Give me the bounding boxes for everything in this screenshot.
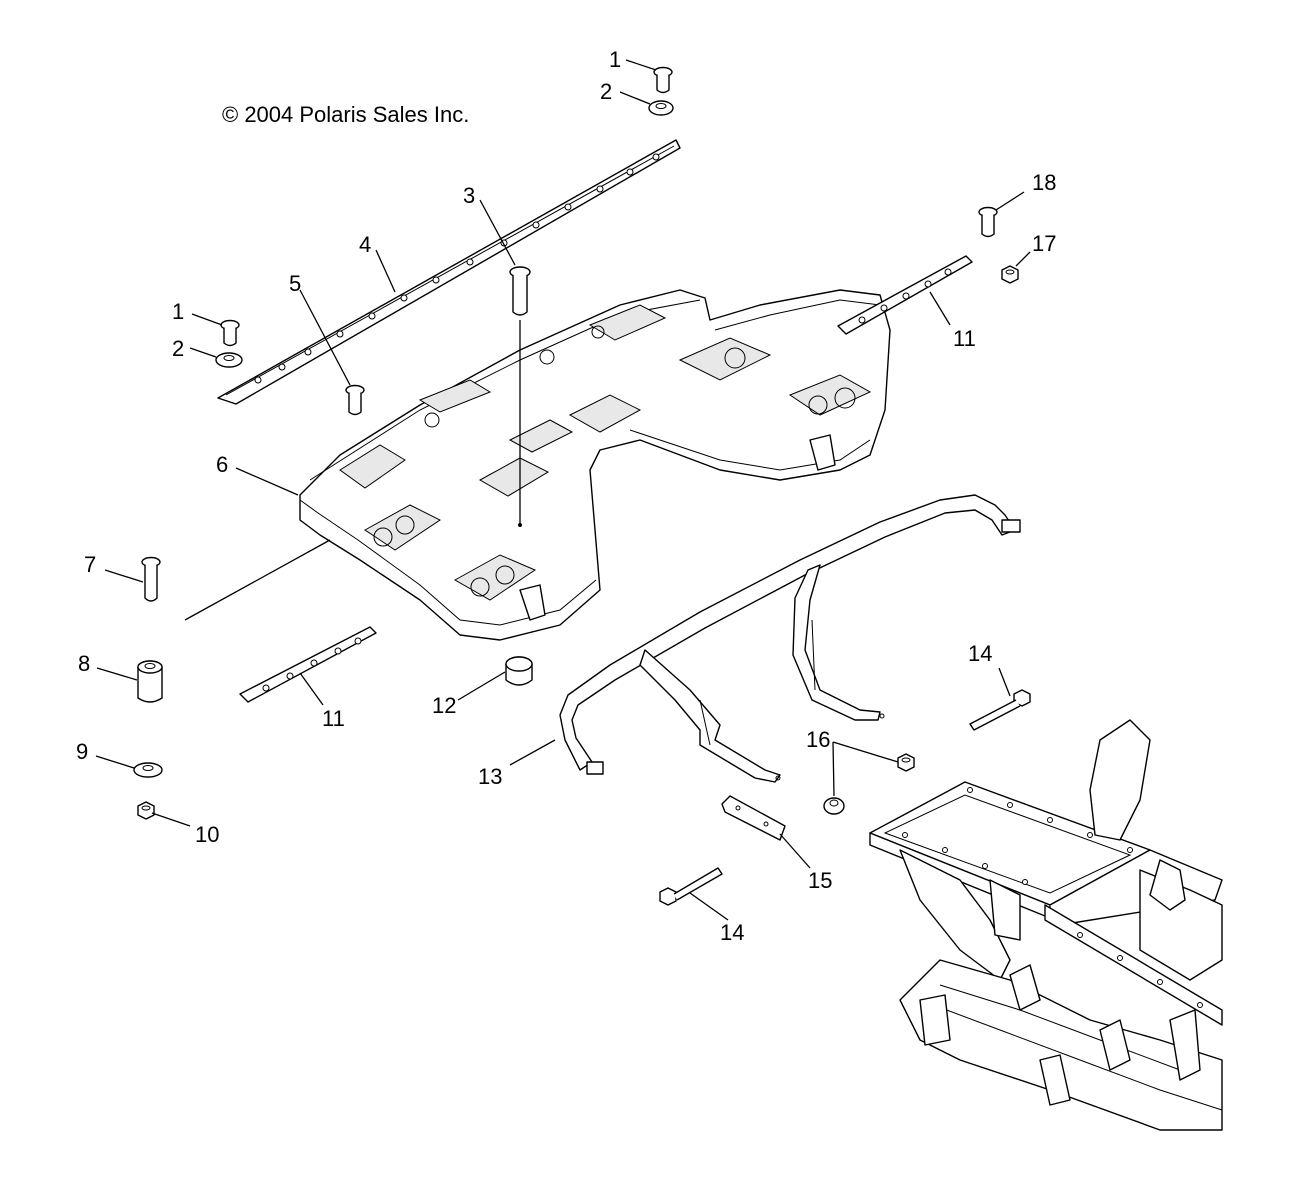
callout-9: 9 [76,739,88,764]
callout-2-left: 2 [172,336,184,361]
callout-11-left: 11 [322,706,345,731]
callout-3: 3 [463,183,475,208]
copyright-text: © 2004 Polaris Sales Inc. [222,102,469,127]
nut-10 [137,801,155,820]
bumper-12 [505,656,533,686]
strip-11-right [837,255,973,335]
callout-1-top: 1 [609,47,621,72]
callout-11-right: 11 [953,326,976,351]
callout-8: 8 [78,651,90,676]
bolt-3-hole [518,523,522,527]
rack-rail-strip-4 [217,139,681,405]
callout-10: 10 [195,822,219,847]
callout-13: 13 [478,764,502,789]
plate-15 [721,795,786,841]
washer-9 [133,762,163,778]
bolt-7 [141,556,161,602]
bolt-14-upper [969,689,1031,731]
callout-14-lower: 14 [720,920,744,945]
bolt-14-lower [659,867,723,906]
rack-frame-13 [559,494,1021,783]
callout-18: 18 [1032,170,1056,195]
leader-lines [95,59,1031,921]
washer-2-left [215,352,243,368]
callout-1-left: 1 [172,299,184,324]
nut-16-a [897,753,915,772]
callout-4: 4 [359,232,371,257]
rear-rack-6 [299,289,891,641]
rack-pockets [339,304,872,601]
callout-16: 16 [806,727,830,752]
nut-17 [1001,265,1019,284]
nut-16-b [823,797,845,815]
callout-17: 17 [1032,231,1056,256]
strip-11-left [239,626,377,703]
callout-15: 15 [808,868,832,893]
callout-14-upper: 14 [968,641,992,666]
washer-2-top [648,100,674,116]
callout-2-top: 2 [600,79,612,104]
spacer-8 [137,660,163,703]
screw-18 [978,206,998,238]
bolt-3 [509,266,531,316]
callout-5: 5 [289,271,301,296]
callout-7: 7 [84,552,96,577]
callout-6: 6 [216,452,228,477]
callout-12: 12 [432,693,456,718]
bolt-7-centerline [184,539,331,621]
screw-1-top [653,66,673,94]
screw-1-left [220,319,240,347]
bolt-5 [345,384,365,416]
vehicle-frame [869,719,1223,1131]
